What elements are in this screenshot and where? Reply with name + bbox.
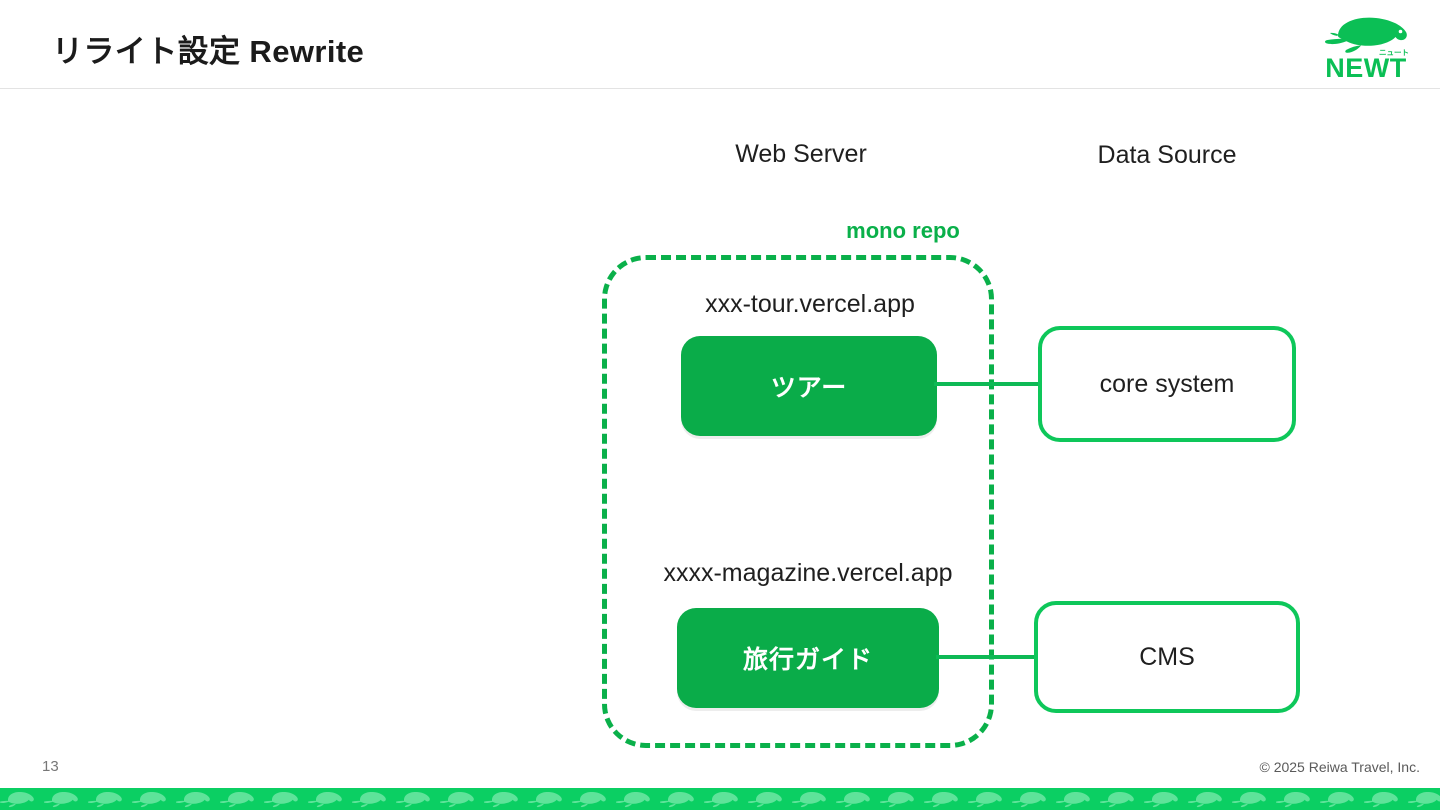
svg-text:NEWT: NEWT <box>1325 53 1406 80</box>
node-cms-label: CMS <box>1139 642 1195 671</box>
node-magazine-app[interactable]: 旅行ガイド <box>677 608 939 708</box>
node-tour-app-label: ツアー <box>770 374 848 402</box>
column-header-web-server: Web Server <box>735 140 867 168</box>
footer-band <box>0 788 1440 810</box>
svg-text:ニュート: ニュート <box>1379 48 1409 57</box>
turtle-logo-icon: ニュート NEWT <box>1324 17 1409 80</box>
page-number: 13 <box>42 758 59 775</box>
slide-header: リライト設定 Rewrite ニュート NEWT <box>0 0 1440 89</box>
mono-repo-label: mono repo <box>846 218 960 243</box>
newt-logo: ニュート NEWT <box>1314 10 1418 80</box>
node-core-system-label: core system <box>1099 369 1235 398</box>
column-header-data-source: Data Source <box>1097 141 1237 169</box>
edge-tour-to-core-system <box>934 382 1042 386</box>
domain-label-magazine: xxxx-magazine.vercel.app <box>663 559 953 587</box>
copyright-text: © 2025 Reiwa Travel, Inc. <box>1259 759 1420 775</box>
mono-repo-container <box>602 255 994 748</box>
page-title: リライト設定 Rewrite <box>52 34 365 69</box>
domain-label-tour: xxx-tour.vercel.app <box>705 290 915 318</box>
node-cms[interactable]: CMS <box>1034 601 1300 713</box>
turtle-pattern-icon <box>0 788 1440 810</box>
edge-magazine-to-cms <box>936 655 1038 659</box>
node-tour-app[interactable]: ツアー <box>681 336 937 436</box>
node-core-system[interactable]: core system <box>1038 326 1296 442</box>
node-magazine-app-label: 旅行ガイド <box>742 646 873 674</box>
